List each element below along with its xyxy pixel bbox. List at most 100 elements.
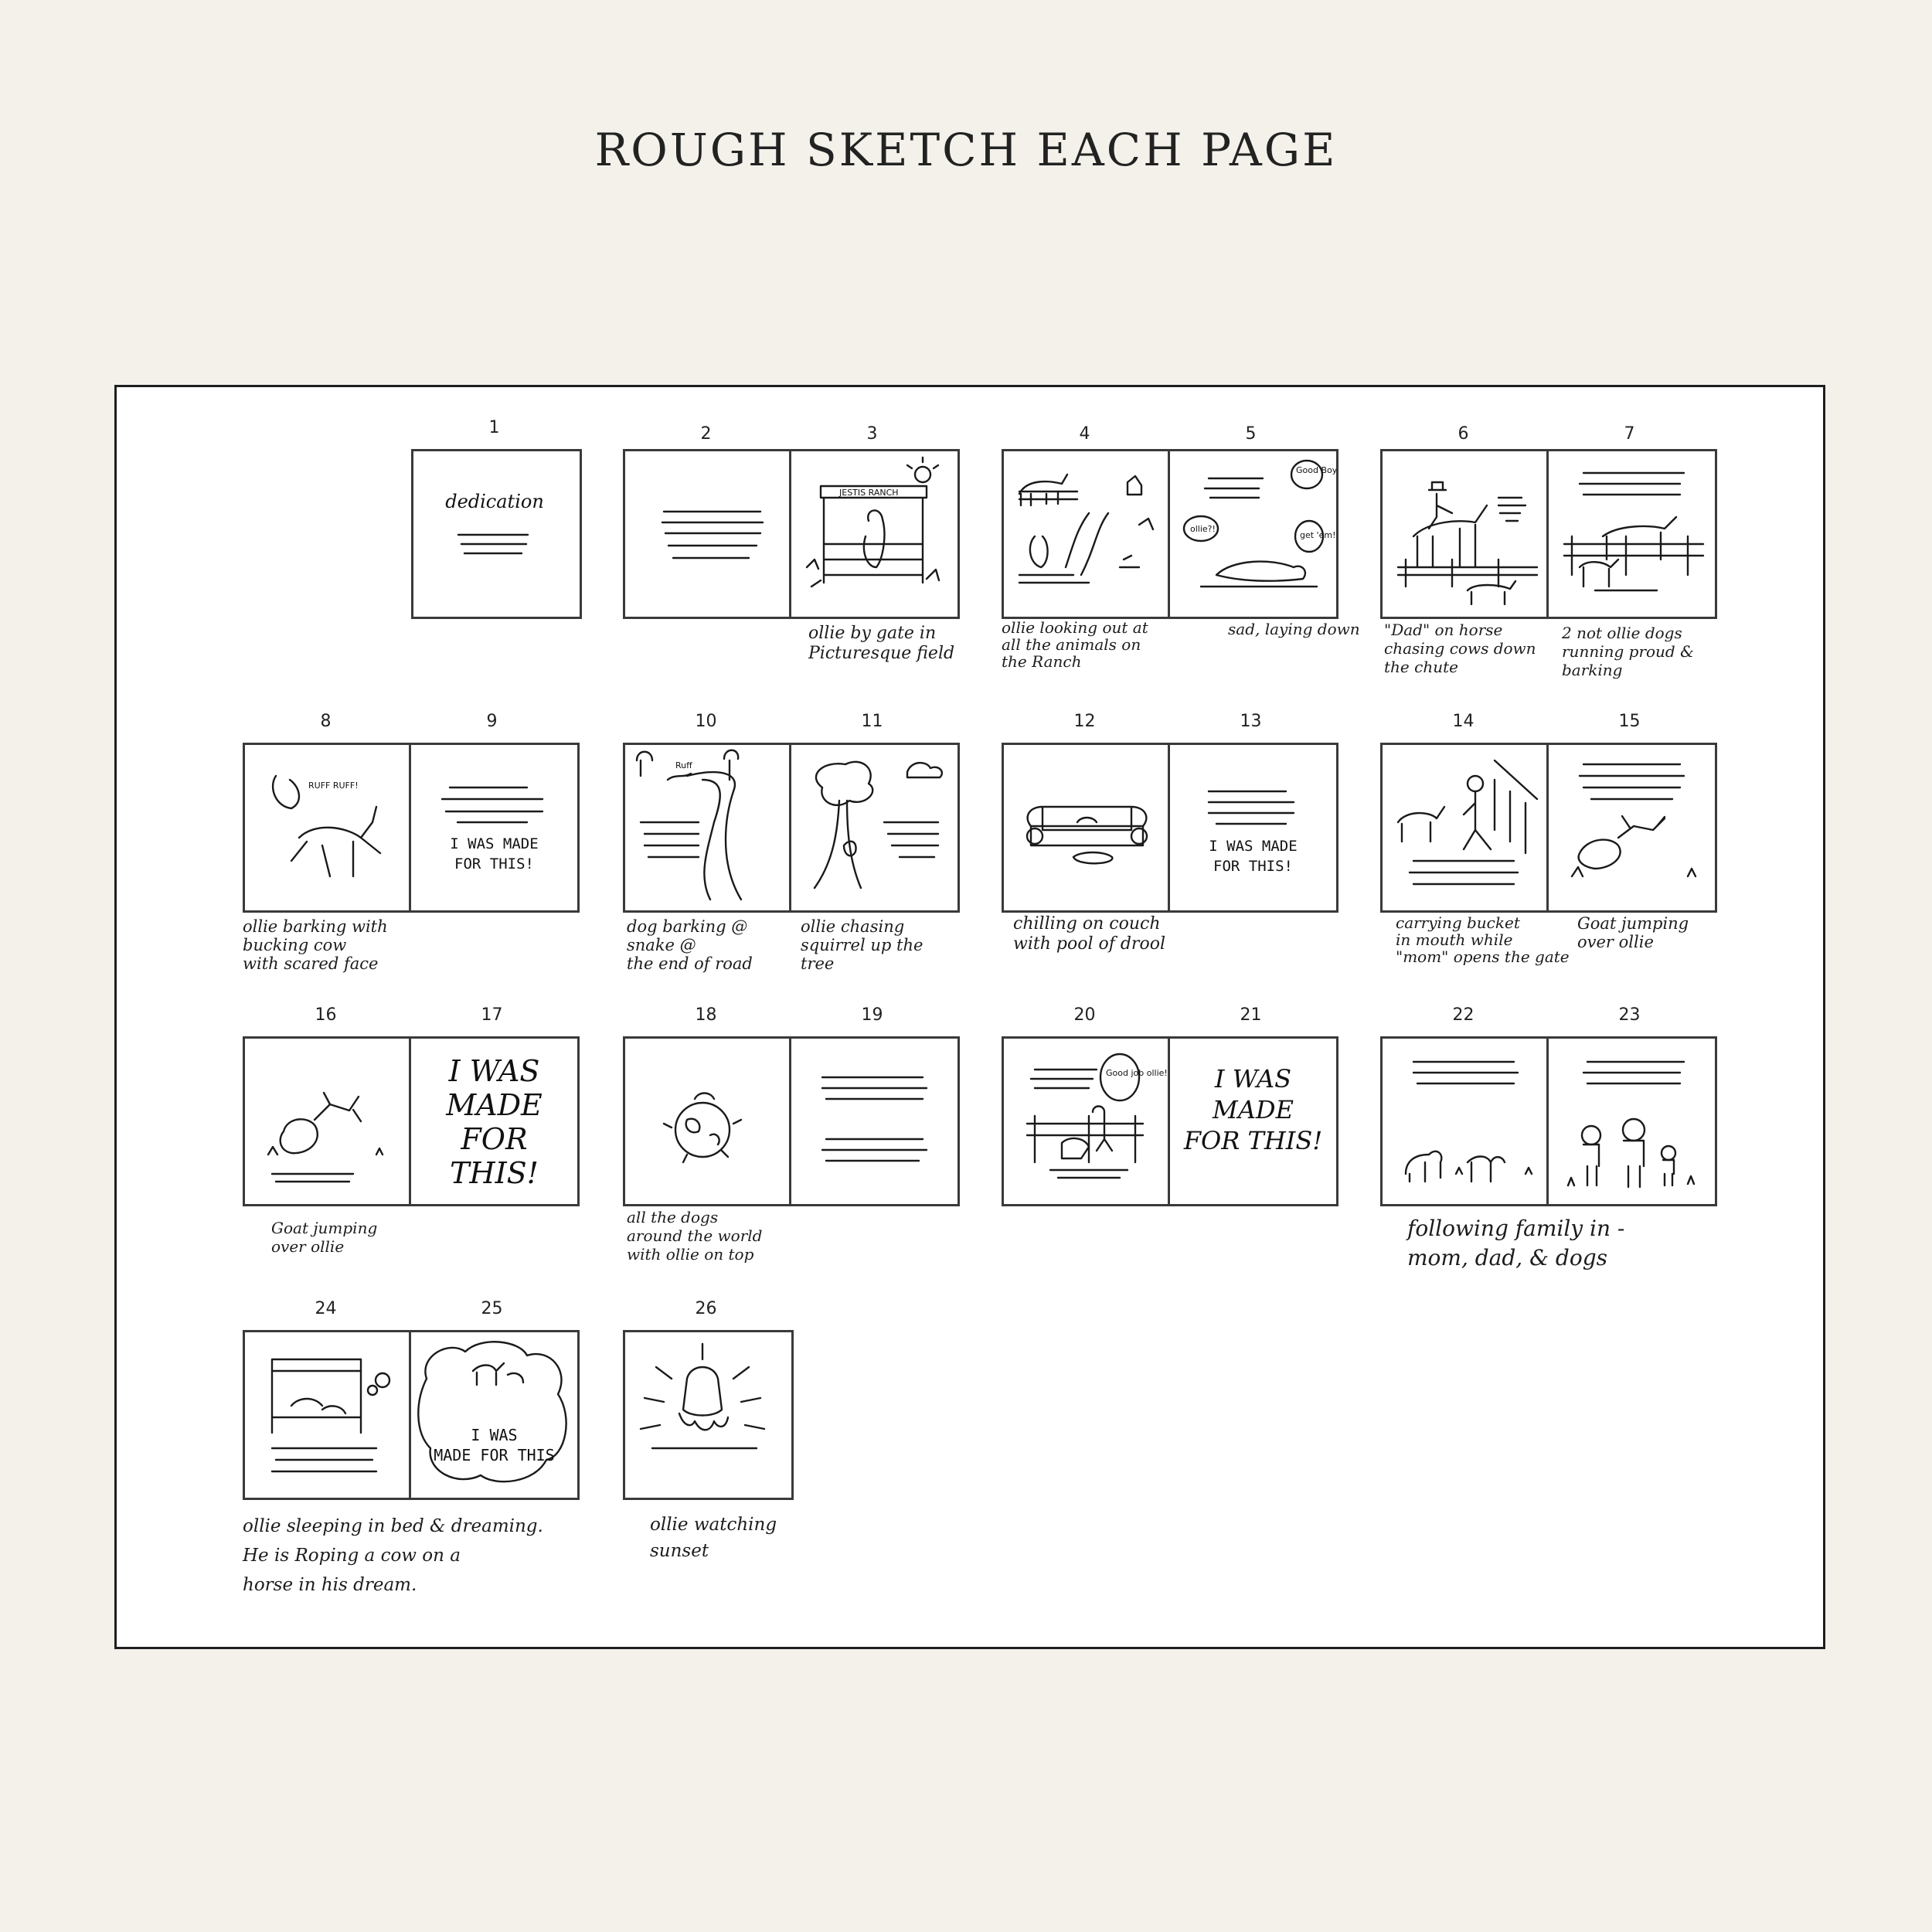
page-title: ROUGH SKETCH EACH PAGE	[594, 124, 1338, 176]
page-25-text: I WAS MADE FOR THIS	[434, 1426, 555, 1464]
svg-text:JESTIS RANCH: JESTIS RANCH	[838, 488, 899, 498]
ollie-dogs-barking-sketch	[1563, 471, 1705, 592]
page-17-frame: I WAS MADE FOR THIS!	[409, 1036, 580, 1206]
page-5-frame: ollie?! Good Boy get 'em!	[1168, 449, 1338, 619]
page-13-frame: I WAS MADE FOR THIS!	[1168, 743, 1338, 913]
page-11-frame	[789, 743, 960, 913]
couch-sketch	[1026, 805, 1148, 865]
page-number: 18	[695, 1005, 717, 1025]
goat-jumping-sketch	[1570, 763, 1697, 878]
ranch-animals-sketch	[1018, 473, 1155, 584]
page-number: 5	[1245, 424, 1257, 444]
page-21-text: I WAS MADE FOR THIS!	[1183, 1064, 1323, 1155]
page-14-frame	[1380, 743, 1551, 913]
page-number: 9	[486, 712, 498, 731]
dream-cloud-sketch	[417, 1341, 567, 1483]
caption-page-14: carrying bucket in mouth while "mom" ope…	[1396, 913, 1570, 966]
page-number: 20	[1073, 1005, 1096, 1025]
page-number: 15	[1618, 712, 1641, 731]
caption-page-3: ollie by gate in Picturesque field	[808, 624, 955, 663]
page-22-frame	[1380, 1036, 1551, 1206]
page-number: 16	[315, 1005, 337, 1025]
winding-road-sketch: Ruff	[635, 749, 743, 901]
dad-on-horse-sketch	[1396, 481, 1539, 606]
page-18-frame	[623, 1036, 794, 1206]
caption-page-4: ollie looking out at all the animals on …	[1002, 618, 1148, 671]
page-number: 25	[481, 1299, 503, 1318]
dogs-around-world-sketch	[662, 1092, 743, 1164]
text-lines-sketch	[661, 510, 764, 560]
page-number: 2	[700, 424, 712, 444]
page-number: 11	[861, 712, 883, 731]
ranch-gate-sketch: JESTIS RANCH	[805, 456, 940, 588]
caption-page-6: "Dad" on horse chasing cows down the chu…	[1384, 621, 1536, 676]
page-10-frame: Ruff	[623, 743, 794, 913]
page-1-frame: dedication	[411, 449, 582, 619]
page-2-frame	[623, 449, 794, 619]
ollie-in-bed-sketch	[270, 1358, 391, 1473]
praise-at-fence-sketch: Good job ollie!	[1026, 1053, 1168, 1179]
caption-page-10: dog barking @ snake @ the end of road	[627, 917, 753, 973]
caption-page-24: ollie sleeping in bed & dreaming. He is …	[243, 1516, 543, 1595]
page-number: 6	[1458, 424, 1469, 444]
page-9-frame: I WAS MADE FOR THIS!	[409, 743, 580, 913]
page-15-frame	[1546, 743, 1717, 913]
caption-page-18: all the dogs around the world with ollie…	[627, 1208, 763, 1264]
text-lines-sketch	[440, 786, 544, 824]
page-12-frame	[1002, 743, 1172, 913]
page-6-frame	[1380, 449, 1551, 619]
page-23-frame	[1546, 1036, 1717, 1206]
svg-text:get 'em!: get 'em!	[1300, 530, 1335, 540]
page-16-frame	[243, 1036, 413, 1206]
page-number: 17	[481, 1005, 503, 1025]
page-number: 1	[488, 418, 500, 437]
caption-page-16: Goat jumping over ollie	[271, 1219, 378, 1256]
page-number: 12	[1073, 712, 1096, 731]
page-21-frame: I WAS MADE FOR THIS!	[1168, 1036, 1338, 1206]
caption-page-15: Goat jumping over ollie	[1577, 914, 1689, 951]
page-3-frame: JESTIS RANCH	[789, 449, 960, 619]
page-19-frame	[789, 1036, 960, 1206]
caption-page-8: ollie barking with bucking cow with scar…	[243, 917, 388, 973]
page-number: 19	[861, 1005, 883, 1025]
page-number: 21	[1240, 1005, 1262, 1025]
family-walking-sketch	[1566, 1060, 1696, 1189]
page-9-text: I WAS MADE FOR THIS!	[450, 835, 539, 872]
svg-text:Good job ollie!: Good job ollie!	[1106, 1068, 1168, 1078]
caption-page-12: chilling on couch with pool of drool	[1013, 914, 1165, 954]
page-number: 3	[866, 424, 878, 444]
text-lines-sketch	[457, 533, 529, 555]
caption-page-11: ollie chasing squirrel up the tree	[801, 917, 923, 973]
page-24-frame	[243, 1330, 413, 1500]
tree-squirrel-sketch	[813, 760, 944, 889]
page-7-frame	[1546, 449, 1717, 619]
page-13-text: I WAS MADE FOR THIS!	[1209, 838, 1298, 875]
page-number: 13	[1240, 712, 1262, 731]
caption-page-7: 2 not ollie dogs running proud & barking	[1562, 624, 1694, 679]
page-17-text: I WAS MADE FOR THIS!	[446, 1054, 543, 1190]
ollie-laying-down-sketch: ollie?! Good Boy get 'em!	[1182, 459, 1336, 588]
page-26-frame	[623, 1330, 794, 1500]
family-dogs-sketch	[1404, 1060, 1533, 1183]
goat-over-ollie-sketch	[267, 1091, 384, 1183]
bucket-and-gate-sketch	[1396, 759, 1539, 886]
page-number: 22	[1452, 1005, 1475, 1025]
page-number: 14	[1452, 712, 1475, 731]
caption-page-26: ollie watching sunset	[650, 1515, 777, 1561]
text-lines-sketch	[1207, 790, 1295, 825]
sunset-sketch	[639, 1342, 766, 1450]
page-number: 23	[1618, 1005, 1641, 1025]
page-8-frame: RUFF RUFF!	[243, 743, 413, 913]
page-number: 24	[315, 1299, 337, 1318]
page-4-frame	[1002, 449, 1172, 619]
page-number: 4	[1079, 424, 1090, 444]
page-number: 7	[1624, 424, 1635, 444]
page-25-frame: I WAS MADE FOR THIS	[409, 1330, 580, 1500]
storyboard-sheet: 1 dedication 2 3 JESTIS RANCH ollie by g…	[114, 385, 1825, 1649]
text-lines-sketch	[821, 1076, 928, 1162]
page-number: 8	[320, 712, 332, 731]
caption-page-5: sad, laying down	[1228, 620, 1360, 638]
svg-text:Ruff: Ruff	[675, 760, 692, 770]
bucking-cow-sketch: RUFF RUFF!	[271, 774, 382, 878]
svg-text:Good Boy: Good Boy	[1296, 465, 1336, 475]
